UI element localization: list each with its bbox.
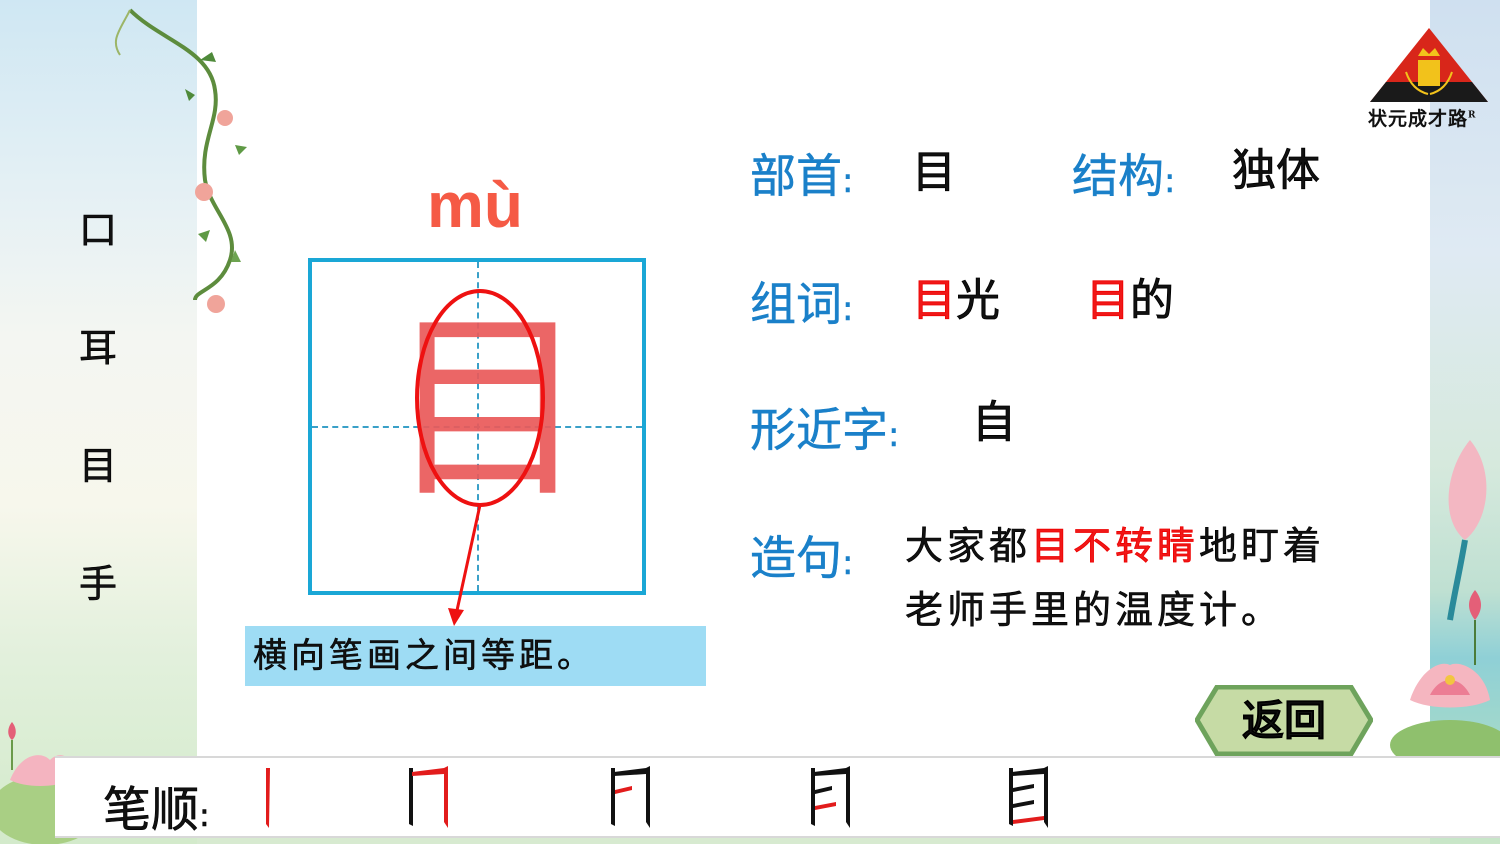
radical-label: 部首: [750,149,854,204]
left-decorative-background [0,0,197,844]
stroke-step-3-icon[interactable] [606,762,658,834]
words-label: 组词: [750,277,854,332]
character-list: 口 耳 目 手 [60,200,136,672]
writing-grid [308,258,646,595]
back-button-label: 返回 [1241,696,1327,746]
logo-text: 状元成才路R [1368,108,1477,130]
word-item: 目的 [1086,275,1175,327]
hexagon-button-shape-icon [1195,685,1373,756]
similar-label: 形近字: [750,403,900,458]
character-list-item[interactable]: 耳 [78,326,118,371]
pinyin: mù [427,169,523,241]
stroke-step-1-icon[interactable] [252,762,304,834]
stroke-step-4-icon[interactable] [806,762,858,834]
structure-value: 独体 [1232,145,1321,197]
stroke-step-2-icon[interactable] [404,762,456,834]
word-item: 目光 [912,275,1001,327]
lotus-flower-icon [1390,663,1500,760]
writing-tip: 横向笔画之间等距。 [245,626,706,686]
sentence-label: 造句: [750,531,854,586]
vine-decoration-icon [114,8,247,313]
back-button[interactable]: 返回 [1195,685,1373,756]
logo-icon [1370,28,1488,102]
stroke-order-bar [55,756,1500,838]
highlight-ellipse-arrow-icon [415,289,545,626]
grid-vertical-guide [477,262,479,591]
structure-label: 结构: [1072,149,1176,204]
character-list-item[interactable]: 手 [78,562,118,607]
similar-value: 自 [972,397,1017,449]
example-sentence: 大家都目不转睛地盯着 老师手里的温度计。 [905,524,1326,633]
lotus-bud-icon [1447,440,1487,665]
character-list-item[interactable]: 目 [78,444,118,489]
stroke-order-label: 笔顺: [103,782,210,839]
featured-character: 目 [388,293,589,526]
stroke-step-5-icon[interactable] [1004,762,1056,834]
radical-value: 目 [912,147,957,199]
character-list-item[interactable]: 口 [78,208,118,253]
